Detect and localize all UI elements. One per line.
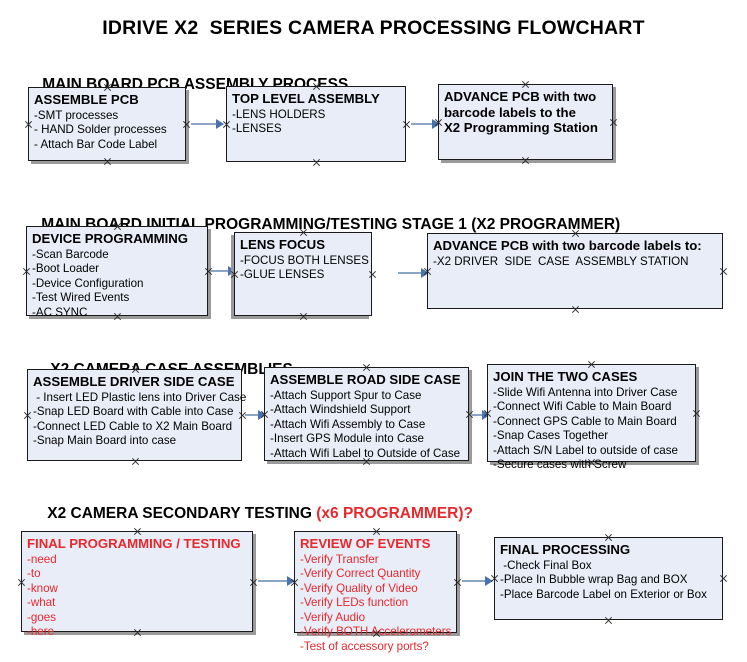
box-join-the-two-cases[interactable]: JOIN THE TWO CASES -Slide Wifi Antenna i… bbox=[487, 364, 696, 471]
box-line: -SMT processes bbox=[34, 108, 119, 122]
box-final-programming-testing[interactable]: FINAL PROGRAMMING / TESTING -need -to -k… bbox=[21, 531, 253, 638]
box-line: -FOCUS BOTH LENSES bbox=[240, 253, 369, 267]
box-line: -Verify Audio bbox=[300, 610, 366, 624]
box-title: DEVICE PROGRAMMING bbox=[32, 231, 189, 246]
box-line: -here bbox=[27, 625, 55, 638]
connector-arrow bbox=[398, 272, 428, 274]
box-line: -to bbox=[27, 567, 41, 580]
section-heading-4-accent: (x6 PROGRAMMER)? bbox=[316, 505, 473, 522]
box-line: -Boot Loader bbox=[32, 262, 100, 275]
box-device-programming[interactable]: DEVICE PROGRAMMING -Scan Barcode -Boot L… bbox=[26, 226, 208, 319]
box-title: REVIEW OF EVENTS bbox=[300, 536, 431, 551]
box-advance-pcb-driver-side[interactable]: ADVANCE PCB with two barcode labels to: … bbox=[427, 233, 723, 309]
box-line: - Attach Bar Code Label bbox=[34, 137, 158, 151]
box-lens-focus[interactable]: LENS FOCUS -FOCUS BOTH LENSES -GLUE LENS… bbox=[234, 232, 372, 316]
box-line: -need bbox=[27, 552, 57, 566]
section-heading-4-text: X2 CAMERA SECONDARY TESTING bbox=[47, 505, 317, 522]
box-line: -X2 DRIVER SIDE CASE ASSEMBLY STATION bbox=[433, 254, 689, 268]
box-line: -GLUE LENSES bbox=[240, 268, 325, 281]
box-line: -what bbox=[27, 596, 56, 609]
connector-arrow bbox=[258, 580, 294, 582]
box-assemble-driver-side-case[interactable]: ASSEMBLE DRIVER SIDE CASE - Insert LED P… bbox=[27, 369, 247, 461]
connector-arrow bbox=[462, 580, 492, 582]
box-line: -Place In Bubble wrap Bag and BOX bbox=[500, 573, 688, 586]
box-line: -Attach Wifi Label to Outside of Case bbox=[270, 446, 461, 460]
box-line-overflow: -Test of accessory ports? bbox=[300, 639, 429, 653]
connector-arrow bbox=[191, 123, 223, 125]
box-line: -Check Final Box bbox=[500, 558, 592, 572]
box-line: -goes bbox=[27, 610, 57, 624]
box-title: ASSEMBLE ROAD SIDE CASE bbox=[270, 372, 461, 387]
box-line: - Insert LED Plastic lens into Driver Ca… bbox=[33, 390, 247, 404]
box-line: -Connect Wifi Cable to Main Board bbox=[493, 400, 672, 413]
box-line: -Test Wired Events bbox=[32, 291, 130, 304]
page-title: IDRIVE X2 SERIES CAMERA PROCESSING FLOWC… bbox=[102, 17, 645, 39]
box-title: ADVANCE PCB with two barcode labels to: bbox=[433, 238, 702, 253]
box-line: -Verify Quality of Video bbox=[300, 581, 418, 595]
box-line: -know bbox=[27, 581, 58, 595]
box-title: JOIN THE TWO CASES bbox=[493, 369, 638, 384]
box-line: - HAND Solder processes bbox=[34, 123, 167, 136]
box-line: -LENSES bbox=[232, 122, 282, 135]
box-line: -Place Barcode Label on Exterior or Box bbox=[500, 587, 707, 601]
box-line: -Attach Support Spur to Case bbox=[270, 388, 422, 402]
box-line: -Insert GPS Module into Case bbox=[270, 432, 425, 445]
box-line: -Device Configuration bbox=[32, 276, 144, 290]
box-title: LENS FOCUS bbox=[240, 237, 325, 252]
box-review-of-events[interactable]: REVIEW OF EVENTS -Verify Transfer -Verif… bbox=[294, 531, 457, 653]
connector-arrow bbox=[411, 123, 439, 125]
box-line: -Scan Barcode bbox=[32, 247, 109, 261]
box-title: ASSEMBLE PCB bbox=[34, 92, 139, 107]
box-line: -Slide Wifi Antenna into Driver Case bbox=[493, 385, 678, 399]
box-assemble-pcb[interactable]: ASSEMBLE PCB -SMT processes - HAND Solde… bbox=[28, 87, 186, 161]
box-line: -LENS HOLDERS bbox=[232, 107, 326, 121]
box-line: -Snap Main Board into case bbox=[33, 434, 177, 447]
box-assemble-road-side-case[interactable]: ASSEMBLE ROAD SIDE CASE -Attach Support … bbox=[264, 367, 469, 461]
box-title: TOP LEVEL ASSEMBLY bbox=[232, 91, 380, 106]
box-line: -Secure cases with Screw bbox=[493, 458, 627, 471]
box-line: -Snap Cases Together bbox=[493, 429, 609, 442]
box-line: -Attach Windshield Support bbox=[270, 403, 411, 416]
box-final-processing[interactable]: FINAL PROCESSING -Check Final Box -Place… bbox=[494, 537, 723, 620]
box-line: -Attach Wifi Assembly to Case bbox=[270, 417, 426, 431]
box-line: -AC SYNC bbox=[32, 305, 88, 319]
box-line: -Verify Transfer bbox=[300, 552, 379, 566]
box-line: -Verify BOTH Accelerometers bbox=[300, 625, 452, 638]
box-title: ASSEMBLE DRIVER SIDE CASE bbox=[33, 374, 235, 389]
box-line: -Verify LEDs function bbox=[300, 596, 409, 609]
box-advance-pcb-station[interactable]: ADVANCE PCB with two barcode labels to t… bbox=[438, 84, 613, 160]
box-line: -Connect GPS Cable to Main Board bbox=[493, 414, 677, 428]
box-top-level-assembly[interactable]: TOP LEVEL ASSEMBLY -LENS HOLDERS -LENSES bbox=[226, 86, 406, 162]
connector-arrow bbox=[211, 270, 235, 272]
box-line: -Snap LED Board with Cable into Case bbox=[33, 405, 234, 418]
connector-arrow bbox=[245, 414, 265, 416]
box-line: -Verify Correct Quantity bbox=[300, 567, 421, 580]
box-line: -Connect LED Cable to X2 Main Board bbox=[33, 419, 233, 433]
section-heading-4: X2 CAMERA SECONDARY TESTING (x6 PROGRAMM… bbox=[30, 487, 473, 541]
box-title: FINAL PROCESSING bbox=[500, 542, 631, 557]
box-title: ADVANCE PCB with two barcode labels to t… bbox=[444, 89, 598, 135]
box-title: FINAL PROGRAMMING / TESTING bbox=[27, 536, 241, 551]
box-line: -Attach S/N Label to outside of case bbox=[493, 443, 678, 457]
